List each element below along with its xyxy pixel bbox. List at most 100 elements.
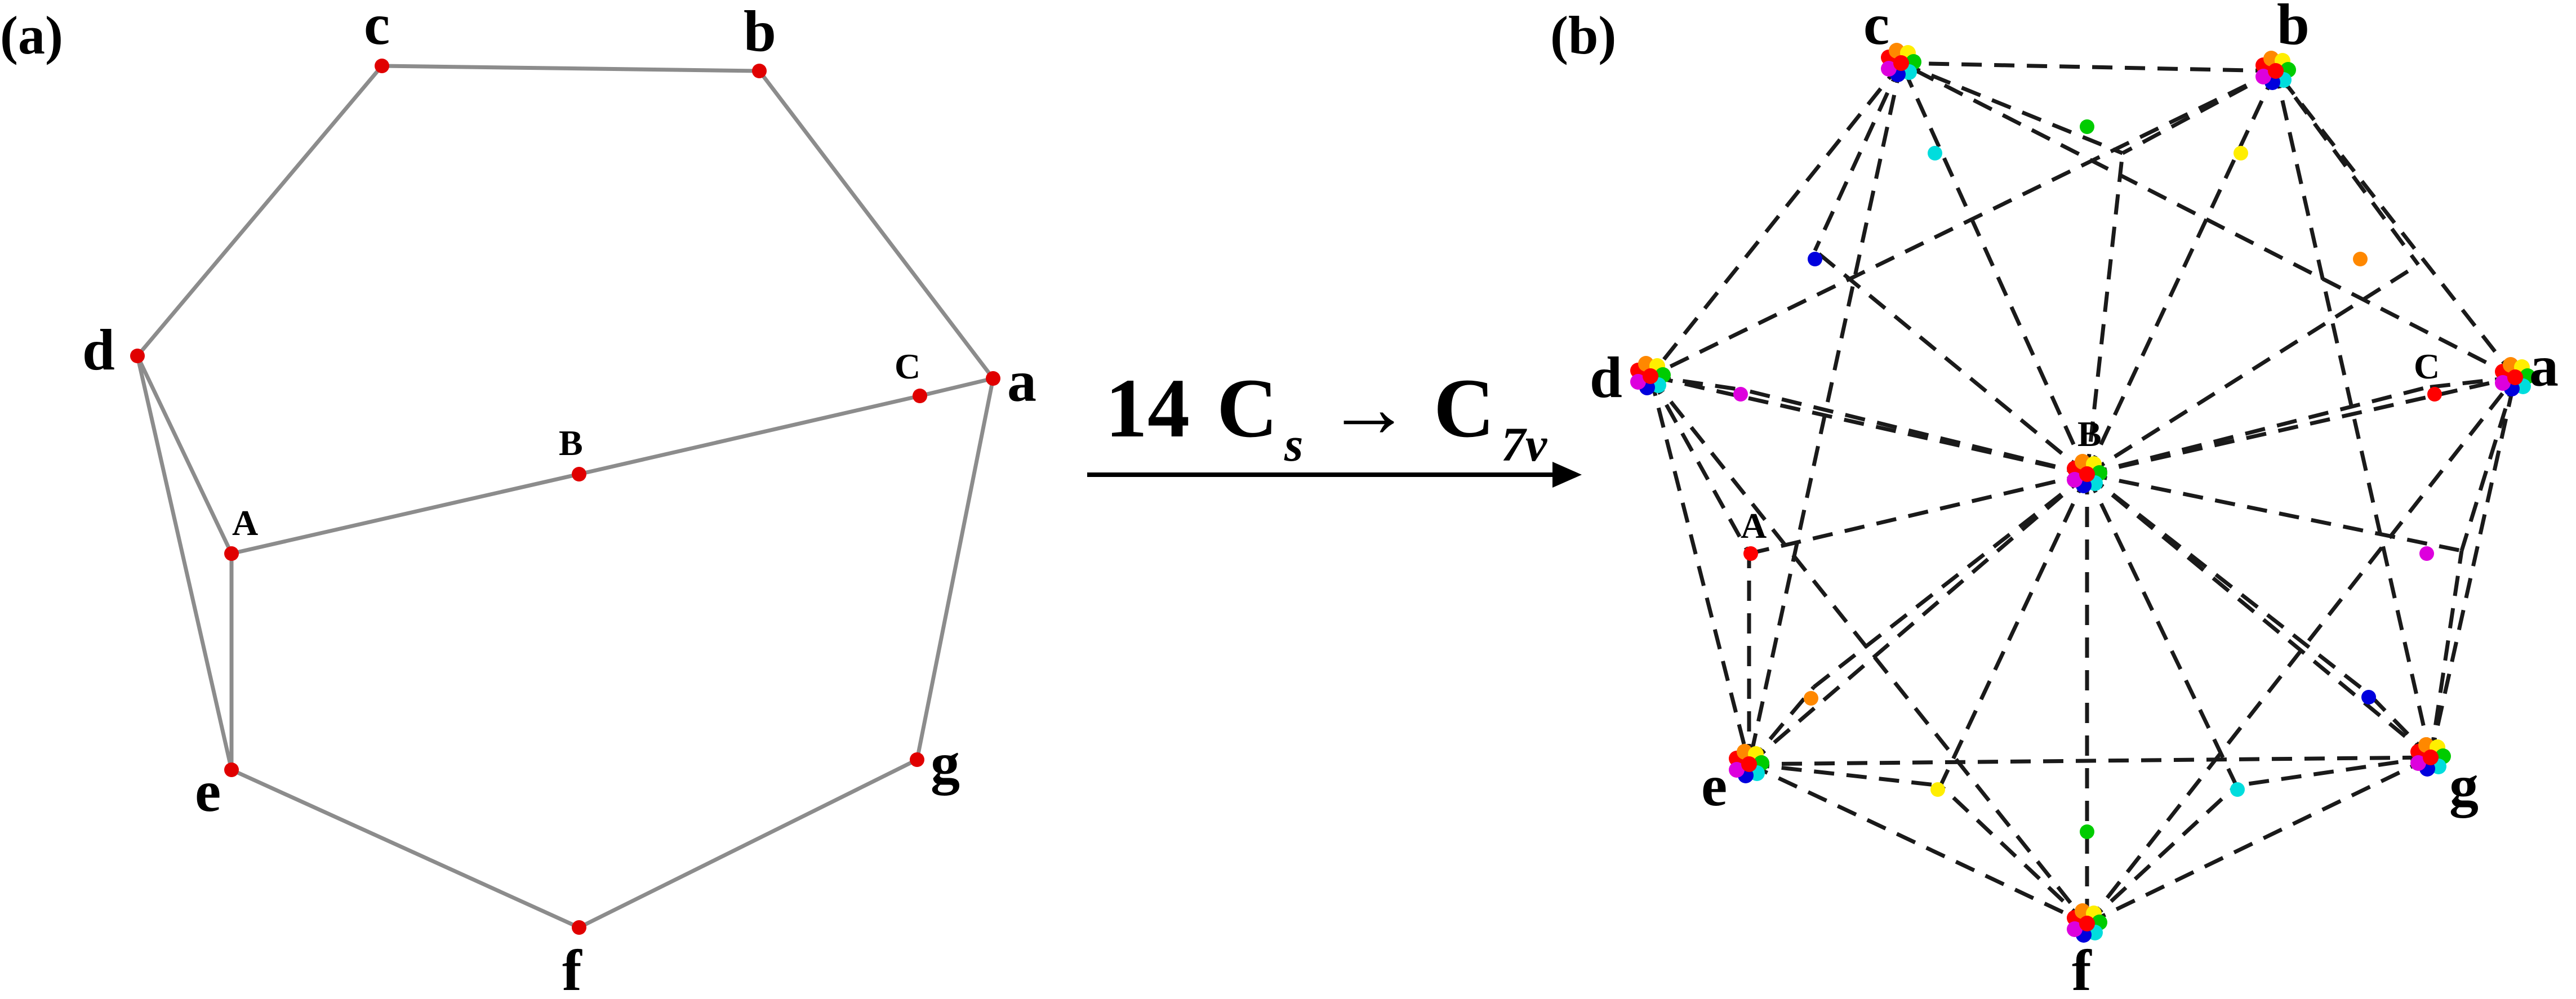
panel-a: (a) a	[0, 0, 1036, 999]
link-15	[2121, 69, 2277, 155]
dot-right	[2427, 387, 2442, 402]
link-9	[1749, 762, 1941, 788]
node-b	[752, 64, 767, 78]
link-1	[2274, 69, 2420, 266]
ring-edge-d-e	[1648, 376, 1751, 765]
edge-g-f	[578, 757, 918, 930]
spoke-right	[2086, 385, 2427, 476]
dot-b-spoke	[2234, 146, 2248, 160]
label-C: C	[895, 346, 920, 386]
transformation-count: 14	[1105, 362, 1190, 455]
cluster-b-ball-7	[2268, 63, 2284, 79]
label-f: f	[562, 938, 582, 996]
label-A: A	[232, 503, 258, 543]
label-e: e	[195, 759, 221, 824]
from-group-subscript: s	[1284, 417, 1303, 471]
dot-lower-left	[1804, 691, 1818, 706]
cluster-d-ball-6	[1630, 374, 1646, 390]
label-c: c	[364, 0, 390, 57]
label-b-B: B	[2077, 414, 2102, 454]
to-group: C	[1434, 362, 1494, 455]
node-e	[224, 762, 239, 777]
edge-c-b	[381, 64, 760, 73]
node-f	[572, 920, 586, 935]
cluster-e-ball-6	[1729, 762, 1745, 778]
edge-A-B	[231, 472, 580, 556]
ring-edge-e-f	[1748, 762, 2088, 926]
link-6	[2428, 550, 2464, 758]
cluster-g-ball-7	[2423, 750, 2439, 765]
cluster-g-ball-6	[2410, 755, 2426, 771]
dot-bottom-right	[2230, 782, 2245, 797]
panel-a-labels: a b c d e f g A B C	[82, 0, 1036, 999]
dot-upper-right	[2353, 252, 2368, 266]
spoke-upper-left	[1813, 249, 2089, 476]
panel-b-label: (b)	[1550, 5, 1616, 65]
spoke-lower-left	[1812, 472, 2089, 689]
node-d	[130, 349, 145, 363]
label-a: a	[1007, 349, 1036, 414]
spoke-c	[1899, 62, 2089, 475]
cluster-f-ball-6	[2067, 921, 2083, 937]
spoke-bottom-left	[1938, 473, 2089, 787]
star-edge-f-a	[2085, 376, 2517, 925]
link-13	[2236, 755, 2431, 788]
label-b-A: A	[1741, 506, 1767, 546]
link-7	[2459, 376, 2517, 552]
node-g	[910, 752, 924, 767]
dot-lower-right-2	[2361, 690, 2376, 704]
spoke-b	[2085, 70, 2278, 475]
panel-b-nodes	[1630, 43, 2535, 943]
from-group: C	[1217, 362, 1278, 455]
panel-a-edges	[135, 64, 995, 930]
label-b-a: a	[2529, 334, 2559, 399]
dot-bottom-left	[1930, 782, 1945, 797]
spoke-lower-right	[2086, 472, 2462, 553]
dot-upper-left	[1808, 252, 1822, 266]
spoke-left	[1745, 388, 2088, 476]
spoke-g	[2085, 472, 2432, 759]
dot-c-spoke	[1928, 146, 1942, 160]
node-A	[224, 546, 239, 561]
cluster-e-ball-7	[1741, 756, 1757, 772]
star-edge-d-f	[1649, 374, 2089, 925]
label-b-g: g	[2449, 753, 2479, 818]
panel-a-nodes	[130, 59, 1000, 935]
label-b: b	[744, 0, 776, 64]
panel-b-edges	[1648, 61, 2517, 926]
cluster-a-ball-6	[2495, 375, 2511, 391]
label-g: g	[931, 731, 960, 796]
spoke-top	[2085, 153, 2125, 475]
symmetry-transformation: 14 C s → C 7v	[1087, 362, 1582, 488]
to-group-subscript: 7v	[1501, 417, 1547, 471]
star-edge-e-g	[1749, 755, 2431, 766]
edge-e-d	[135, 355, 234, 770]
transformation-arrow-head	[1552, 462, 1582, 488]
ring-edge-c-d	[1649, 61, 1903, 378]
link-10	[1939, 784, 2089, 925]
cluster-centre-ball-7	[2079, 466, 2095, 482]
arrow-symbol: →	[1327, 362, 1411, 455]
edge-d-A	[135, 355, 234, 555]
star-edge-g-b	[2274, 70, 2433, 758]
label-b-b: b	[2277, 0, 2310, 57]
link-14	[1900, 61, 2124, 155]
node-a	[986, 371, 1000, 386]
panel-a-label: (a)	[0, 5, 63, 65]
dot-top	[2080, 119, 2094, 134]
edge-b-a	[758, 69, 995, 380]
dot-left	[1733, 387, 1748, 402]
spoke-e	[1747, 472, 2089, 766]
ring-edge-b-c	[1901, 61, 2276, 73]
star-edge-b-d	[1649, 69, 2277, 378]
node-C	[913, 389, 927, 403]
star-edge-c-e	[1747, 63, 1903, 765]
dot-bottom	[2080, 824, 2094, 839]
cluster-f-ball-7	[2079, 916, 2095, 931]
node-c	[375, 59, 389, 73]
cluster-d-ball-7	[1643, 368, 1658, 384]
dot-lower-right	[2419, 546, 2434, 561]
label-b-e: e	[1701, 753, 1727, 818]
edge-C-a	[919, 376, 994, 398]
